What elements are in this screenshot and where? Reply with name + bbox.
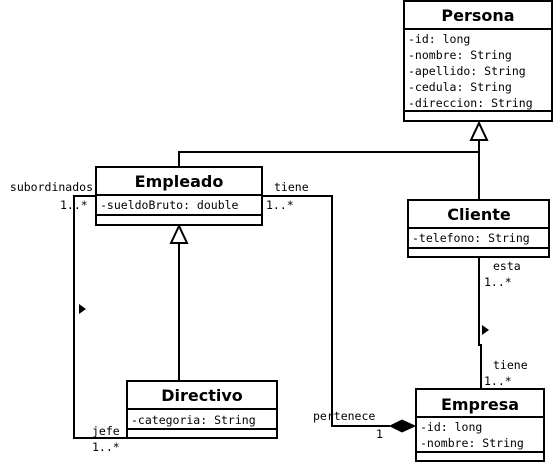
class-directivo-attr-categoria: -categoria: String — [131, 413, 256, 427]
class-cliente-attr-telefono: -telefono: String — [412, 231, 530, 245]
label-subordinados-mult: 1..* — [60, 198, 88, 212]
class-empresa-name: Empresa — [441, 395, 519, 414]
association-empleado-empresa — [262, 195, 390, 427]
label-jefe-mult: 1..* — [92, 440, 120, 454]
class-cliente-name: Cliente — [447, 205, 511, 224]
class-empleado-name: Empleado — [135, 172, 224, 191]
class-directivo-name: Directivo — [161, 386, 243, 405]
class-directivo: Directivo -categoria: String — [126, 380, 278, 439]
direction-arrow-cliente-empresa — [482, 325, 489, 335]
class-empresa-attr-nombre: -nombre: String — [420, 436, 524, 450]
label-cliente-esta-mult: 1..* — [484, 275, 512, 289]
label-empresa-tiene-mult: 1..* — [484, 374, 512, 388]
label-jefe: jefe — [92, 424, 120, 438]
class-cliente: Cliente -telefono: String — [407, 199, 550, 258]
class-empleado-attr-sueldobruto: -sueldoBruto: double — [100, 198, 239, 212]
label-empleado-tiene-mult: 1..* — [266, 198, 294, 212]
class-empresa-attr-id: -id: long — [420, 420, 482, 434]
class-empleado: Empleado -sueldoBruto: double — [95, 166, 263, 226]
label-subordinados: subordinados — [10, 180, 93, 194]
label-pertenece: pertenece — [313, 409, 375, 423]
direction-arrow-subordinados — [79, 304, 86, 314]
association-cliente-empresa — [478, 258, 482, 389]
composition-diamond-empresa — [388, 419, 417, 433]
class-empresa: Empresa -id: long -nombre: String — [415, 388, 545, 462]
label-pertenece-mult: 1 — [376, 427, 383, 441]
class-persona-name: Persona — [441, 6, 514, 25]
association-subordinados-jefe — [73, 195, 127, 439]
generalization-arrow-empleado — [169, 223, 189, 244]
label-empleado-tiene: tiene — [274, 180, 309, 194]
generalization-empleado-persona — [178, 140, 480, 167]
class-persona-attr-direccion: -direccion: String — [408, 96, 533, 110]
class-persona-attr-nombre: -nombre: String — [408, 48, 512, 62]
class-persona-attr-cedula: -cedula: String — [408, 80, 512, 94]
class-persona-attr-id: -id: long — [408, 32, 470, 46]
generalization-arrow-persona — [469, 120, 489, 141]
label-empresa-tiene: tiene — [493, 358, 528, 372]
class-persona-attr-apellido: -apellido: String — [408, 64, 526, 78]
class-persona: Persona -id: long -nombre: String -apell… — [403, 0, 553, 122]
label-cliente-esta: esta — [493, 259, 521, 273]
